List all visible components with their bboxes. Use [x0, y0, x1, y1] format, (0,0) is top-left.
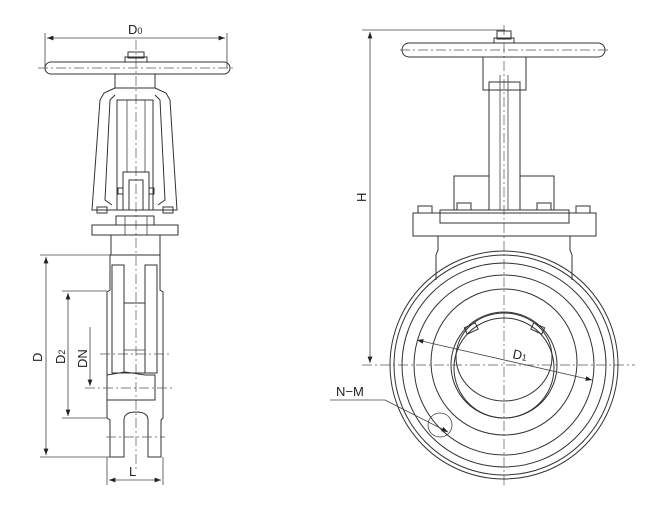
dn-label: DN — [75, 349, 90, 368]
side-view: D0 D D2 DN L — [30, 22, 236, 485]
bolt-hole — [427, 412, 453, 438]
bolts — [417, 202, 591, 214]
front-view: H D1 N−M — [330, 25, 635, 485]
d0-label: D0 — [128, 22, 142, 37]
d-label: D — [30, 353, 45, 362]
d1-dimension-line — [416, 339, 593, 381]
d2-label: D2 — [53, 350, 68, 364]
d1-label: D1 — [511, 346, 528, 364]
nm-label: N−M — [336, 384, 364, 399]
l-label: L — [129, 464, 136, 479]
nm-leader-line — [330, 399, 449, 433]
h-label: H — [354, 193, 369, 202]
